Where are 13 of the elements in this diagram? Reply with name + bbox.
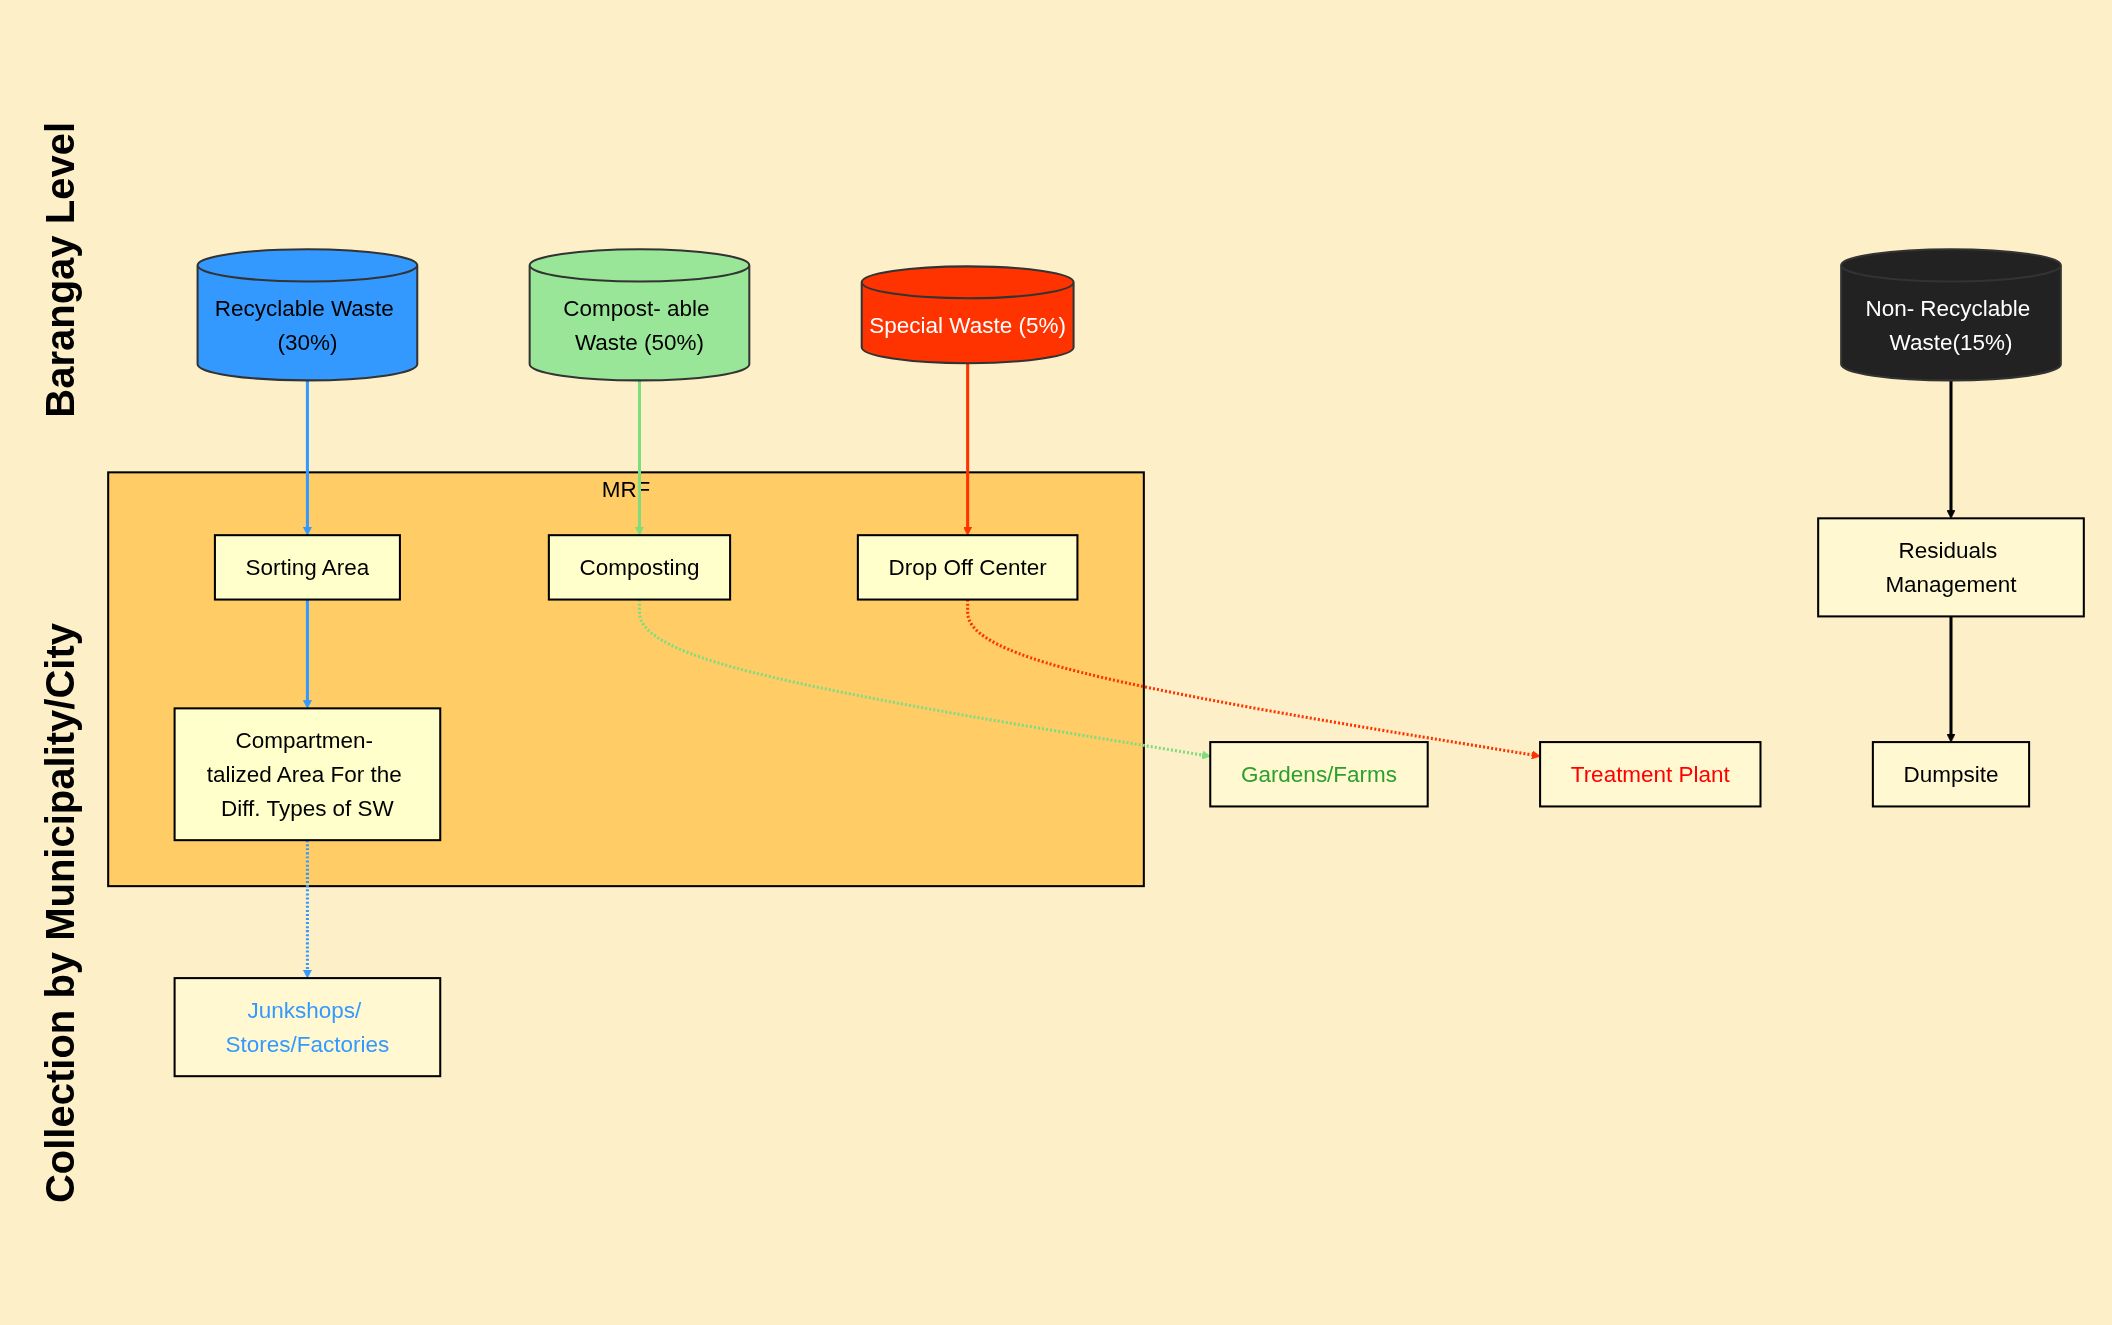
node-box: Treatment Plant [1539, 740, 1762, 808]
node-box: Compartmen- talized Area For the Diff. Types of SW [173, 707, 442, 841]
node-box: Residuals Management [1817, 517, 2085, 618]
side-label: Barangay Level [37, 122, 83, 418]
node-box: Composting [547, 533, 732, 601]
node-box: Junkshops/ Stores/Factories [173, 976, 442, 1077]
side-label: Collection by Municipality/City [37, 622, 83, 1203]
arrow [1946, 380, 1956, 519]
arrow [302, 599, 312, 709]
node-box: Gardens/Farms [1209, 740, 1429, 808]
node-box: Dumpsite [1871, 740, 2031, 808]
node-box: Drop Off Center [856, 533, 1079, 601]
node-box: Sorting Area [213, 533, 401, 601]
